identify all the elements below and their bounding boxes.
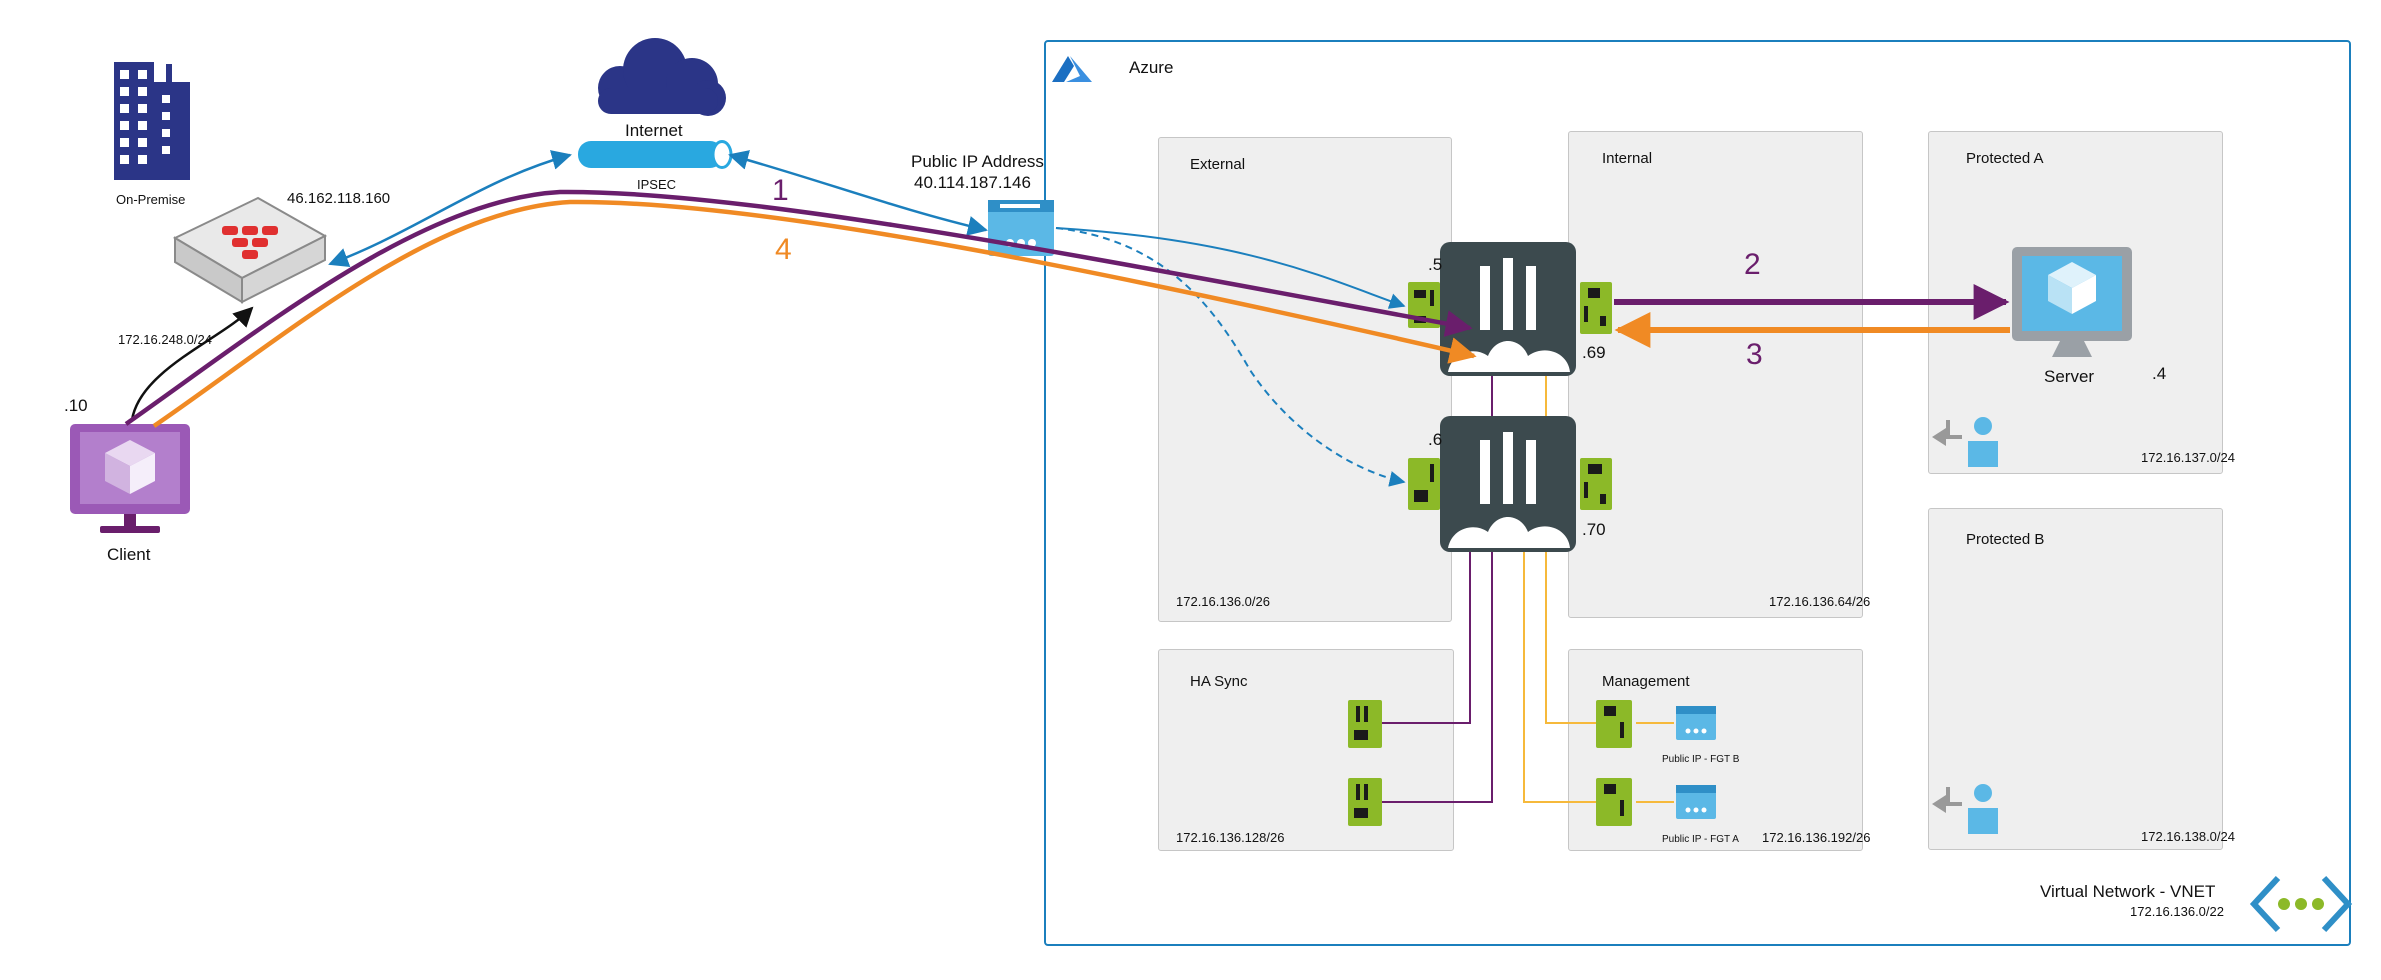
public-ip-title: Public IP Address <box>911 152 1044 171</box>
server-monitor-icon <box>2012 247 2132 357</box>
fortigate-b-icon <box>1440 416 1576 552</box>
mgmt-public-ip-fgt-b: Public IP - FGT B <box>1662 754 1740 765</box>
public-ip-to-fortigate-links <box>1055 227 1406 487</box>
client-lan-link <box>130 306 254 421</box>
onprem-public-ip: 46.162.118.160 <box>287 190 391 207</box>
onprem-label: On-Premise <box>116 192 186 207</box>
management-links <box>1523 376 1674 803</box>
client-ip: .10 <box>64 396 88 415</box>
internet-label: Internet <box>625 121 683 140</box>
mgmt-public-ip-fgt-a: Public IP - FGT A <box>1662 834 1739 845</box>
internet-links <box>328 150 988 267</box>
route-table-icon <box>1932 784 1998 834</box>
vnet-label: Virtual Network - VNET <box>2040 882 2216 901</box>
fgt-a-external-ip: .5 <box>1428 255 1443 274</box>
mgmt-public-ip-icon <box>1676 706 1716 740</box>
route-table-icon <box>1932 417 1998 467</box>
subnet-management-cidr: 172.16.136.192/26 <box>1762 830 1871 845</box>
fgt-b-internal-ip: .70 <box>1582 520 1606 539</box>
nic-icon <box>1408 458 1440 510</box>
fgt-a-internal-ip: .69 <box>1582 343 1606 362</box>
flow-path-4 <box>152 199 1477 428</box>
subnet-protected-a-name: Protected A <box>1966 150 2044 167</box>
subnet-internal-name: Internal <box>1602 150 1653 167</box>
ipsec-label: IPSEC <box>637 177 677 192</box>
flow-step-4: 4 <box>775 233 792 266</box>
ha-sync-links <box>1382 376 1493 803</box>
nic-icon <box>1580 458 1612 510</box>
subnet-external-name: External <box>1190 156 1246 173</box>
server-ip: .4 <box>2152 364 2167 383</box>
server-label: Server <box>2044 367 2095 386</box>
building-icon <box>114 62 190 180</box>
cloud-icon <box>598 38 726 116</box>
subnet-internal <box>1568 131 1863 618</box>
subnet-protected-b-cidr: 172.16.138.0/24 <box>2141 829 2235 844</box>
onprem-fortigate-icon <box>172 196 328 304</box>
subnet-external-cidr: 172.16.136.0/26 <box>1176 594 1270 609</box>
flow-step-3: 3 <box>1746 338 1763 371</box>
nic-icon <box>1596 700 1632 748</box>
ipsec-tunnel-icon <box>578 140 733 169</box>
vnet-icon <box>2249 875 2353 933</box>
azure-logo-icon <box>1052 56 1092 82</box>
public-ip-value: 40.114.187.146 <box>914 173 1031 192</box>
client-monitor-icon <box>70 424 190 533</box>
flow-step-1: 1 <box>772 174 789 207</box>
azure-label: Azure <box>1129 58 1174 77</box>
mgmt-public-ip-icon <box>1676 785 1716 819</box>
nic-icon <box>1348 778 1382 826</box>
subnet-ha-sync-cidr: 172.16.136.128/26 <box>1176 830 1285 845</box>
flow-step-2: 2 <box>1744 248 1761 281</box>
subnet-external <box>1158 137 1452 622</box>
subnet-protected-a-cidr: 172.16.137.0/24 <box>2141 450 2235 465</box>
nic-icon <box>1348 700 1382 748</box>
subnet-management-name: Management <box>1602 673 1690 690</box>
nic-icon <box>1580 282 1612 334</box>
subnet-ha-sync-name: HA Sync <box>1190 673 1248 690</box>
subnet-internal-cidr: 172.16.136.64/26 <box>1769 594 1871 609</box>
vnet-cidr: 172.16.136.0/22 <box>2130 904 2224 919</box>
nic-icon <box>1596 778 1632 826</box>
client-label: Client <box>107 545 151 564</box>
flow-path-1 <box>124 189 1473 426</box>
azure-region <box>1044 40 2351 946</box>
fgt-b-external-ip: .6 <box>1428 430 1443 449</box>
subnet-protected-b-name: Protected B <box>1966 531 2045 548</box>
subnet-ha-sync <box>1158 649 1454 851</box>
onprem-lan-subnet: 172.16.248.0/24 <box>118 332 212 347</box>
fortigate-a-icon <box>1440 242 1576 376</box>
